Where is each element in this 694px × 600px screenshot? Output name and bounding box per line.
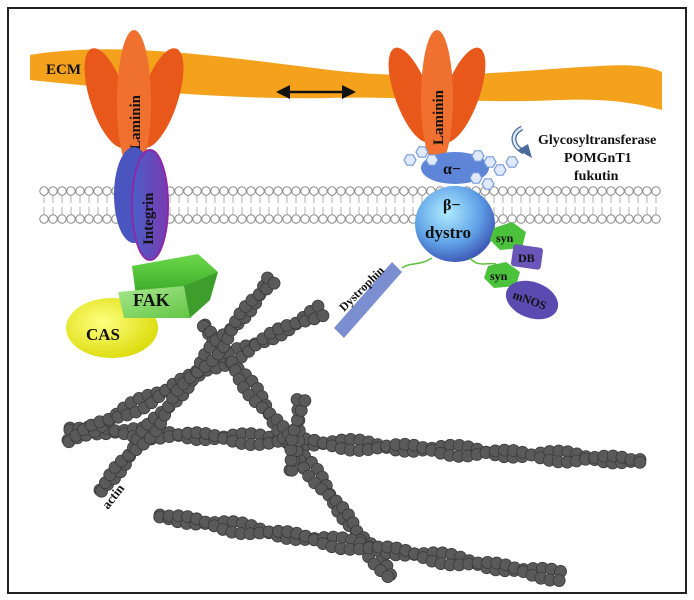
syn-top-label: syn <box>496 231 514 245</box>
link-line <box>401 257 433 269</box>
glycan-hexagon <box>505 156 519 168</box>
alpha-dystro-label: α− <box>443 161 461 178</box>
mnos: mNOS <box>505 280 559 320</box>
db-label: DB <box>518 251 535 265</box>
glycan-hexagon <box>403 154 417 166</box>
integrin-label: Integrin <box>141 192 157 245</box>
cas-label: CAS <box>86 325 120 344</box>
glycan-hexagon <box>483 156 497 168</box>
integrin: Integrin <box>114 147 169 261</box>
beta-dystro-label: β− <box>443 197 461 214</box>
ecm-band <box>30 49 662 110</box>
actin-bead <box>298 394 312 408</box>
glycan-hexagon <box>493 164 507 176</box>
actin-filaments <box>61 271 647 587</box>
laminin-left: Laminin <box>84 30 184 174</box>
glycan-hexagon <box>481 178 495 190</box>
ecm-label: ECM <box>46 62 81 78</box>
actin-bead <box>552 574 566 587</box>
glycan-hexagon <box>425 154 439 166</box>
double-arrow-icon <box>276 85 356 99</box>
beta-dystroglycan: β− dystro <box>415 186 495 262</box>
fukutin-label: fukutin <box>574 169 619 184</box>
actin-bead <box>267 276 281 290</box>
syntrophin-top: syn <box>490 222 526 250</box>
fak-label: FAK <box>133 290 170 310</box>
fak-protein: FAK <box>118 254 218 318</box>
glycan-hexagon <box>415 146 429 158</box>
laminin-right-label: Laminin <box>431 89 447 145</box>
pomgnt1-label: POMGnT1 <box>564 151 632 166</box>
actin-bead <box>633 456 647 469</box>
link-line-right <box>469 257 497 265</box>
curved-arrow-icon <box>511 125 532 158</box>
syntrophin-bottom: syn <box>484 262 520 288</box>
laminin-right: Laminin <box>388 30 486 166</box>
actin-bead <box>316 309 330 323</box>
glycan-hexagons <box>403 146 519 190</box>
dystro-label: dystro <box>425 223 471 242</box>
glycan-hexagon <box>469 172 483 184</box>
syn-bottom-label: syn <box>490 269 508 283</box>
actin-bead <box>381 570 395 583</box>
glycosyltransferase-label: Glycosyltransferase <box>538 133 656 148</box>
glycan-hexagon <box>471 150 485 162</box>
dystrobrevin: DB <box>511 244 543 270</box>
laminin-left-label: Laminin <box>128 94 144 150</box>
